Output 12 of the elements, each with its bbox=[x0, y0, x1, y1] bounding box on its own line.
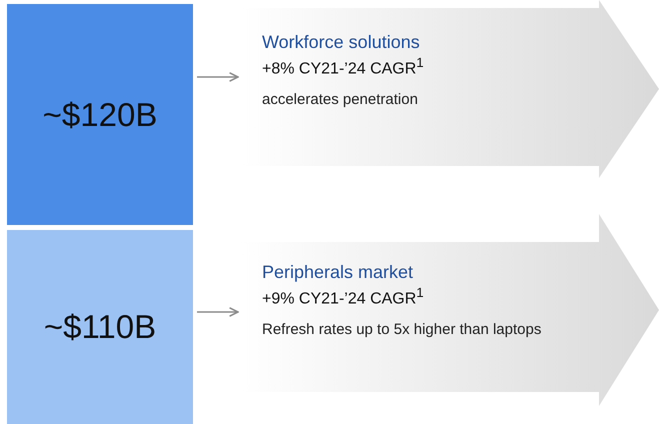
segment-heading: Peripherals market bbox=[262, 262, 414, 283]
market-size-value: ~$110B bbox=[44, 308, 156, 346]
segment-description: Refresh rates up to 5x higher than laptops bbox=[262, 320, 542, 340]
segment-description: accelerates penetration bbox=[262, 90, 419, 110]
arrow bbox=[197, 72, 239, 82]
arrow bbox=[197, 307, 239, 317]
value-panel bbox=[7, 230, 193, 424]
growth-rate: +9% CY21-’24 CAGR$^{1}$ bbox=[262, 285, 425, 308]
segment-heading: Workforce solutions bbox=[262, 32, 421, 53]
growth-rate: +8% CY21-’24 CAGR$^{1}$ bbox=[262, 55, 425, 78]
value-panel bbox=[7, 4, 193, 225]
market-size-value: ~$120B bbox=[42, 96, 158, 134]
